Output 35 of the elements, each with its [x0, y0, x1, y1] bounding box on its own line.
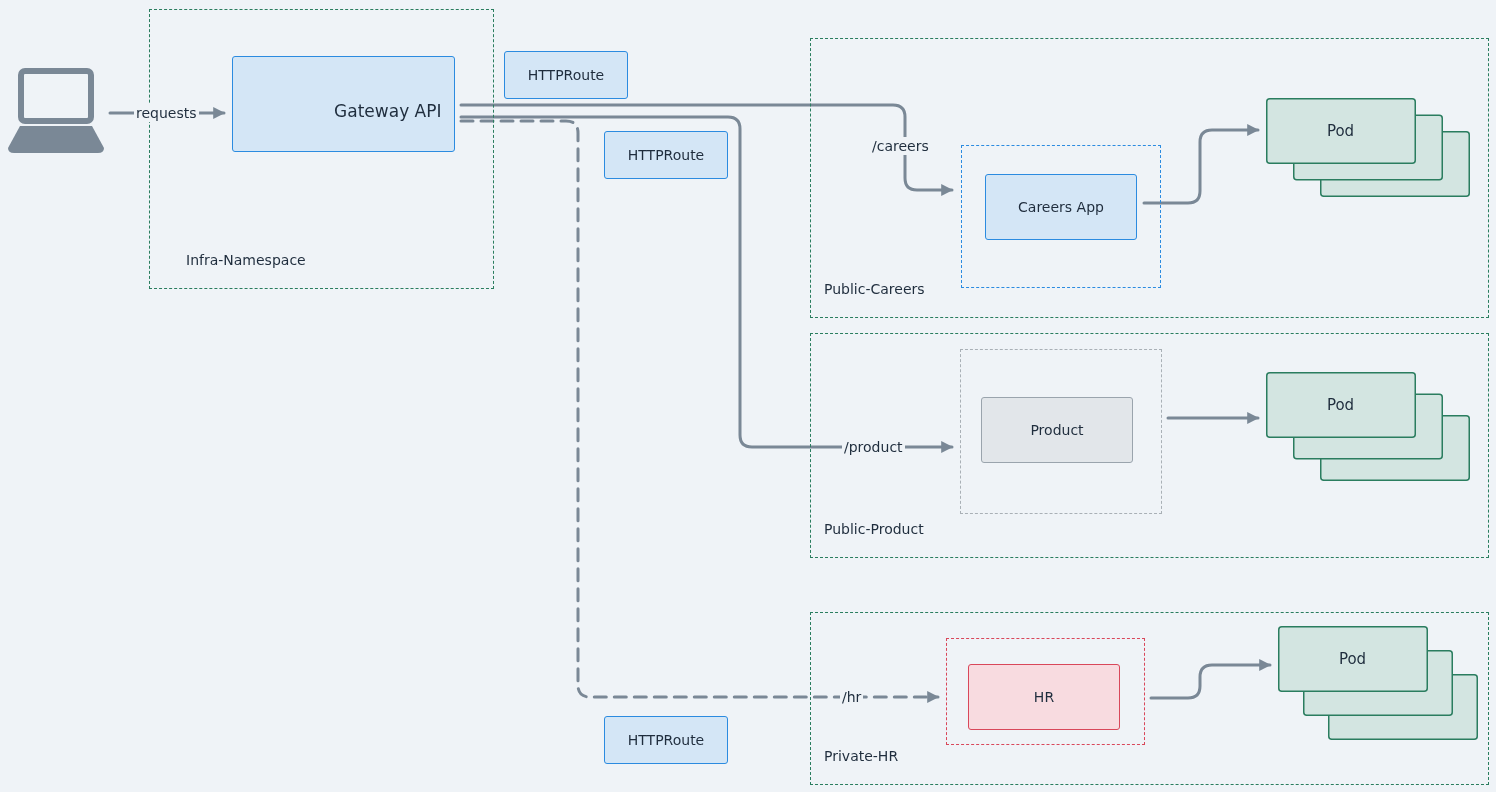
pod-label: Pod [1337, 648, 1368, 670]
arrow [1149, 659, 1272, 700]
namespace-group [810, 612, 1489, 785]
pod-stack [1265, 371, 1470, 481]
gateway-label: Gateway API [334, 100, 442, 121]
pod-label: Pod [1325, 120, 1356, 142]
namespace-label: Public-Product [824, 521, 924, 537]
pod-label: Pod [1325, 394, 1356, 416]
pod-stack [1265, 97, 1470, 197]
namespace-group [810, 38, 1489, 318]
dashed-service-box [945, 637, 1145, 745]
arrow [459, 115, 954, 453]
namespace-label: Private-HR [824, 748, 899, 764]
app-box: Careers App [985, 174, 1137, 240]
app-box: HR [968, 664, 1120, 730]
arrow [1142, 124, 1260, 205]
namespace-group [810, 333, 1489, 558]
route-box: HTTPRoute [504, 51, 628, 99]
namespace-label: Infra-Namespace [186, 252, 306, 268]
arrow [459, 103, 954, 196]
laptop-icon [8, 68, 104, 153]
arrow [1166, 412, 1260, 424]
arrow [459, 119, 940, 703]
edge-label: /product [842, 438, 905, 456]
edge-label: requests [134, 104, 199, 122]
pod-stack [1277, 625, 1478, 740]
app-box: Product [981, 397, 1133, 463]
dashed-service-box [960, 144, 1161, 288]
namespace-label: Public-Careers [824, 281, 925, 297]
edge-label: /careers [870, 137, 931, 155]
gateway-box [231, 55, 455, 152]
route-box: HTTPRoute [604, 131, 728, 179]
route-box: HTTPRoute [604, 716, 728, 764]
edge-label: /hr [840, 688, 864, 706]
dashed-service-box [959, 348, 1162, 514]
